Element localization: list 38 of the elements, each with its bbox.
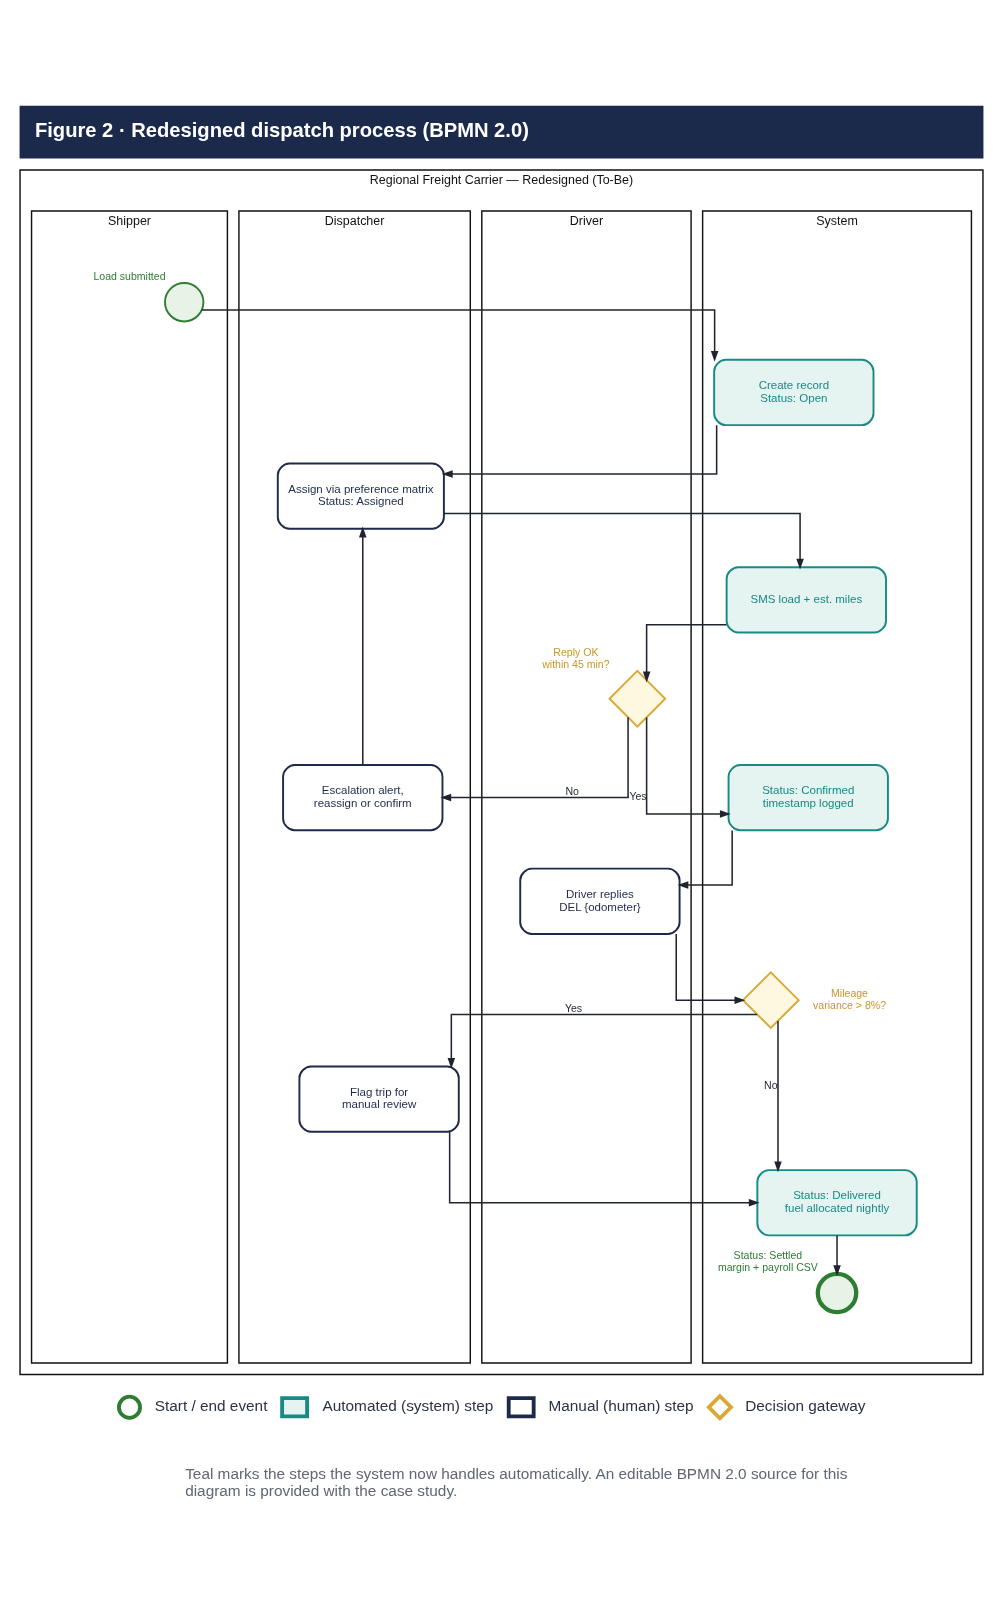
legend-label: Manual (human) step	[548, 1396, 694, 1414]
edge-label: Yes	[629, 789, 647, 802]
arrow	[677, 829, 733, 889]
arrow	[443, 512, 804, 569]
node-label: Status: Settled margin + payroll CSV	[717, 1248, 818, 1273]
caption: Teal marks the steps the system now handles automatically. An editable BPMN 2.0 source for this diagram is provided with the case study.	[185, 1464, 848, 1499]
node-box: Assign via preference matrix Status: Assigned	[276, 462, 445, 530]
legend-label: Automated (system) step	[322, 1396, 494, 1414]
arrow	[201, 308, 719, 362]
arrow	[642, 623, 728, 682]
diagram-title: Figure 2 · Redesigned dispatch process (BPMN 2.0)	[34, 118, 529, 141]
arrow	[359, 526, 367, 766]
edge-label: No	[764, 1078, 778, 1091]
arrow	[441, 423, 718, 478]
legend-label: Decision gateway	[745, 1396, 866, 1414]
arrow	[675, 932, 746, 1004]
edge-label: No	[565, 784, 579, 797]
arrow	[645, 716, 731, 818]
arrow	[447, 1013, 758, 1069]
arrow	[440, 716, 629, 801]
arrow	[833, 1234, 841, 1276]
node-label: Mileage variance > 8%?	[813, 986, 887, 1011]
node-box: Status: Delivered fuel allocated nightly	[756, 1168, 918, 1236]
node-box: Driver replies DEL {odometer}	[519, 867, 681, 935]
node-circle	[815, 1271, 859, 1314]
arrow	[448, 1130, 760, 1206]
node-label: Load submitted	[93, 269, 166, 282]
node-box: Status: Confirmed timestamp logged	[727, 763, 889, 831]
node-box: Create record Status: Open	[713, 358, 875, 426]
node-box: Flag trip for manual review	[298, 1064, 460, 1133]
node-circle	[164, 281, 205, 322]
node-diamond	[741, 970, 800, 1029]
node-box: SMS load + est. miles	[725, 565, 887, 633]
node-box: Escalation alert, reassign or confirm	[282, 763, 444, 831]
legend-label: Start / end event	[154, 1396, 268, 1414]
node-label: Reply OK within 45 min?	[542, 645, 610, 670]
arrow	[774, 1019, 782, 1172]
edge-label: Yes	[564, 1001, 583, 1013]
